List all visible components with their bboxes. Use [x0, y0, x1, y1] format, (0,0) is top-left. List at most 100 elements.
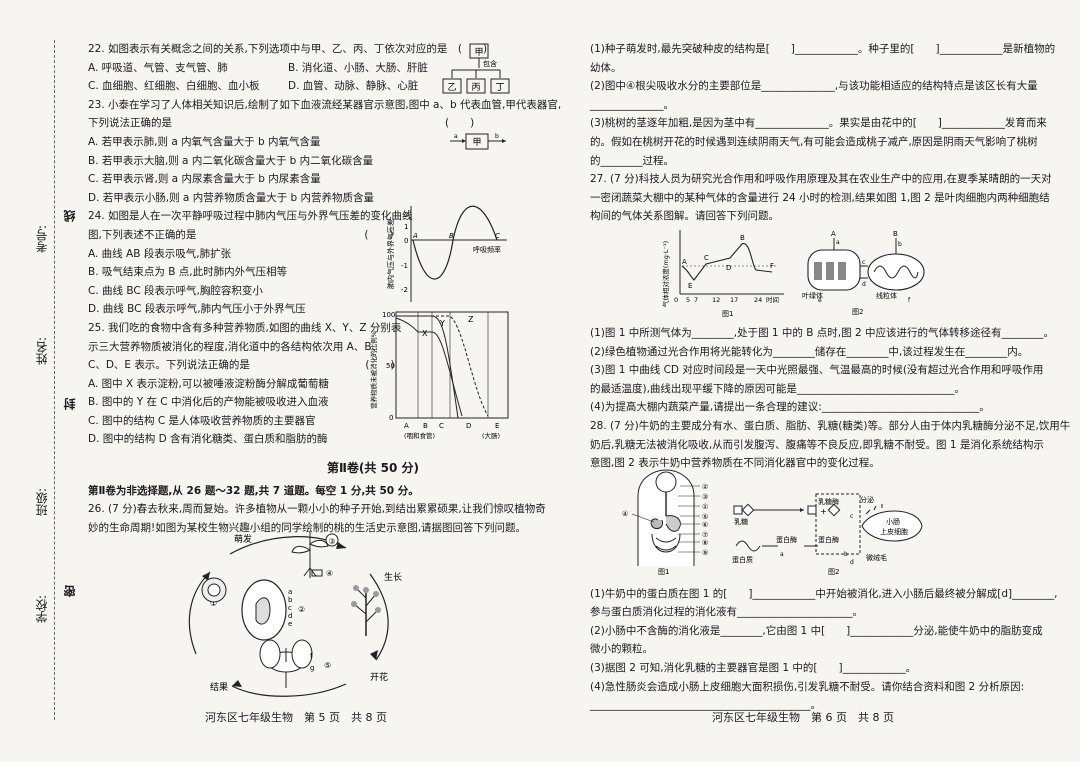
q25-option-c: C. 图中的结构 C 是人体吸收营养物质的主要器官 — [88, 414, 316, 427]
footer-page-6: 河东区七年级生物 第 6 页 共 8 页 — [712, 711, 894, 724]
q24-tick-m2: -2 — [401, 286, 408, 294]
examno-label: 考号: — [35, 225, 49, 254]
q25-label-x: X — [422, 329, 428, 338]
q28-figures: ② ③ ① ⑤ ⑥ ⑦ ⑧ ⑨ ④ 图1 乳糖 + 蛋白质 蛋白酶 a 蛋 — [622, 469, 923, 576]
q28-stem-1: 28. (7 分)牛奶的主要成分有水、蛋白质、脂肪、乳糖(糖类)等。部分人由于体… — [590, 419, 1071, 432]
seal-char-2: 封 — [61, 398, 78, 410]
q28-label-5: ⑤ — [702, 513, 708, 521]
school-label: 学校: — [35, 595, 49, 624]
q27-part3b: 的最适温度),曲线出现平缓下降的原因可能是___________________… — [590, 382, 965, 395]
q26-label-g: g — [310, 664, 314, 672]
q26-label-d: d — [288, 612, 292, 620]
q28-label-8: ⑧ — [702, 539, 708, 547]
q22-option-c: C. 血细胞、红细胞、白细胞、血小板 — [88, 80, 260, 93]
q27-part2: (2)绿色植物通过光合作用将光能转化为________储存在________中,… — [590, 345, 1029, 358]
q24-pressure-chart: 肺内气压与外界气压差 2 1 0 -1 -2 A B C 呼吸频率 — [386, 205, 507, 302]
q27-xunit: 时间 — [766, 295, 779, 304]
q26-label-4: ④ — [326, 569, 333, 578]
q27-pt-b: B — [740, 234, 745, 242]
part2-note: 第Ⅱ卷为非选择题,从 26 题～32 题,共 7 道题。每空 1 分,共 50 … — [88, 484, 419, 497]
q23-option-a: A. 若甲表示肺,则 a 内氧气含量大于 b 内氧气含量 — [88, 135, 321, 148]
q28-part1: (1)牛奶中的蛋白质在图 1 的[ ]____________中开始被消化,进入… — [590, 587, 1058, 600]
q27-part4: (4)为提高大棚内蔬菜产量,请提出一条合理的建议:_______________… — [590, 401, 990, 414]
q22-box-ding: 丁 — [495, 83, 504, 93]
q24-option-b: B. 吸气结束点为 B 点,此时肺内外气压相等 — [88, 266, 288, 279]
q27-fig1-chart: 气体相对浓度(mg·L⁻¹) A B C D E F 0 5 7 12 17 2… — [661, 230, 784, 318]
q27-fig2-ld: d — [862, 281, 866, 288]
q26-label-2: ② — [298, 605, 305, 614]
seal-char-1: 密 — [61, 585, 78, 597]
q24-point-b: B — [449, 232, 454, 240]
q25-seg-c: C — [439, 422, 444, 430]
q26-part2: (2)图中④根尖吸收水分的主要部位是______________,与该功能相适应… — [590, 80, 1038, 93]
q25-tick-0: 0 — [389, 414, 393, 422]
q27-mitochondria-label: 线粒体 — [876, 291, 897, 300]
q26-part3c: 的________过程。 — [590, 154, 674, 167]
q27-pt-f: F — [770, 262, 774, 270]
q28-part3: (3)据图 2 可知,消化乳糖的主要器官是图 1 中的[ ]__________… — [590, 662, 917, 675]
q24-xlabel: 呼吸频率 — [473, 245, 501, 254]
q25-curve-y — [396, 315, 489, 417]
q28-part4: (4)急性肠炎会造成小肠上皮细胞大面积损伤,引发乳糖不耐受。请你结合资料和图 2… — [590, 680, 1025, 693]
q26-part3b: 的。假如在桃树开花的时候遇到连续阴雨天气,有可能会造成桃子减产,原因是阴雨天气影… — [590, 135, 1038, 148]
q28-label-7: ⑦ — [702, 531, 708, 539]
q25-stem-3: C、D、E 表示。下列说法正确的是 ( ) — [88, 359, 395, 372]
q25-ylabel: 营养物质未被消化的比例% — [369, 331, 378, 409]
q24-option-c: C. 曲线 BC 段表示呼气,胸腔容积变小 — [88, 284, 263, 297]
q25-colon-label: (大肠) — [482, 431, 500, 440]
q26-label-e: e — [288, 620, 292, 628]
q27-part1: (1)图 1 中所测气体为________,处于图 1 中的 B 点时,图 2 … — [590, 326, 1054, 339]
seal-line — [54, 40, 55, 720]
q28-cell-label-2: 上皮细胞 — [880, 527, 908, 536]
q27-fig2-lc: c — [862, 259, 865, 266]
footer-page-5: 河东区七年级生物 第 5 页 共 8 页 — [205, 711, 387, 724]
q24-curve — [412, 205, 498, 280]
q23-vessel-b: b — [495, 133, 499, 140]
q25-seg-a: A — [404, 422, 409, 430]
q25-tick-50: 50 — [386, 362, 395, 370]
q28-label-1: ① — [702, 503, 708, 511]
q25-option-a: A. 图中 X 表示淀粉,可以被唾液淀粉酶分解成葡萄糖 — [88, 377, 329, 390]
seal-char-3: 线 — [61, 210, 78, 222]
q23-stem-1: 23. 小泰在学习了人体相关知识后,绘制了如下血液流经某器官示意图,图中 a、b… — [88, 98, 562, 111]
q27-pt-a: A — [682, 258, 687, 266]
q28-label-9: ⑨ — [702, 549, 708, 557]
right-column: (1)种子萌发时,最先突破种皮的结构是[ ]____________。种子里的[… — [590, 40, 1071, 715]
q27-fig2-cells: A B a b c d e f 叶绿体 线粒体 图2 — [802, 230, 925, 316]
q26-part1: (1)种子萌发时,最先突破种皮的结构是[ ]____________。种子里的[… — [590, 43, 1056, 55]
q23-vessel-a: a — [454, 133, 458, 140]
q27-x24: 24 — [754, 296, 762, 304]
q25-digestion-chart: 营养物质未被消化的比例% 100 50 0 X Y Z A B C D E (咽… — [369, 311, 509, 440]
q22-contain-label: 包含 — [483, 59, 497, 68]
q28-fig1-caption: 图1 — [658, 568, 669, 576]
q25-mouth-label: (咽和食管) — [404, 431, 435, 440]
q24-tick-1: 1 — [404, 223, 408, 231]
q23-flow-diagram: a 甲 b — [450, 133, 506, 150]
q27-chloroplast-label: 叶绿体 — [802, 291, 823, 300]
q27-fig2-lf: f — [908, 297, 911, 304]
q28-label-6: ⑥ — [702, 521, 708, 529]
q28-stem-3: 意图,图 2 表示牛奶中营养物质在不同消化器官中的变化过程。 — [590, 457, 880, 470]
q26-lifecycle-diagram: 萌发 生长 结果 开花 ③ ④ f — [188, 532, 402, 697]
q27-curve — [681, 243, 773, 281]
q28-protein-label: 蛋白质 — [732, 555, 753, 564]
q24-tick-m1: -1 — [401, 262, 408, 270]
q23-organ: 甲 — [472, 137, 481, 148]
binding-margin: 学校: 班级: 姓名: 考号: 密 封 线 — [0, 0, 82, 762]
q26-label-1: ① — [210, 599, 217, 608]
q22-box-jia: 甲 — [474, 47, 483, 58]
q25-label-z: Z — [468, 315, 474, 324]
q24-option-a: A. 曲线 AB 段表示吸气,肺扩张 — [88, 247, 232, 260]
q22-box-yi: 乙 — [447, 82, 456, 93]
q22-option-a: A. 呼吸道、气管、支气管、肺 — [88, 61, 228, 74]
q26-stem-2: 妙的生命周期!如图为某校生物兴趣小组的同学绘制的桃的生活史示意图,请据图回答下列… — [88, 521, 527, 534]
q28-fig2-d: d — [850, 559, 854, 566]
q24-tick-0: 0 — [404, 237, 408, 245]
q22-stem: 22. 如图表示有关概念之间的关系,下列选项中与甲、乙、丙、丁依次对应的是 ( … — [88, 43, 488, 55]
q27-stem-1: 27. (7 分)科技人员为研究光合作用和呼吸作用原理及其在农业生产中的应用,在… — [590, 173, 1052, 186]
part2-heading: 第Ⅱ卷(共 50 分) — [327, 461, 419, 476]
q26-part2b: ______________。 — [590, 98, 674, 111]
q28-lactose-label: 乳糖 — [734, 517, 748, 526]
q22-box-bing: 丙 — [471, 82, 480, 93]
